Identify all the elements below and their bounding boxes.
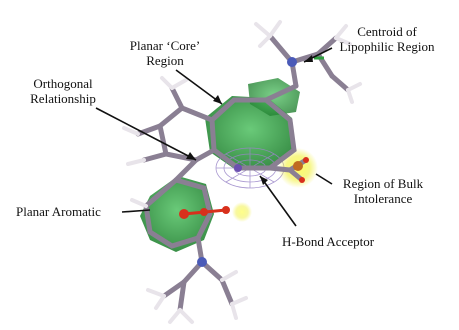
small-glow [232,202,252,222]
bulk-atom-2 [303,157,309,163]
nitrogen-atom-core [234,164,242,172]
nitrogen-atom-bottom [197,257,207,267]
bulk-atom-3 [299,177,305,183]
label-hbond: H-Bond Acceptor [258,234,398,249]
label-bulk: Region of Bulk Intolerance [328,176,438,206]
arrowhead-core [213,95,222,104]
label-centroid: Centroid of Lipophilic Region [332,24,442,54]
bulk-atom-1 [293,161,303,171]
label-aromatic: Planar Aromatic [16,204,101,219]
nitrogen-atom-top [287,57,297,67]
label-orthogonal: Orthogonal Relationship [14,76,112,106]
label-core: Planar ‘Core’ Region [110,38,220,68]
